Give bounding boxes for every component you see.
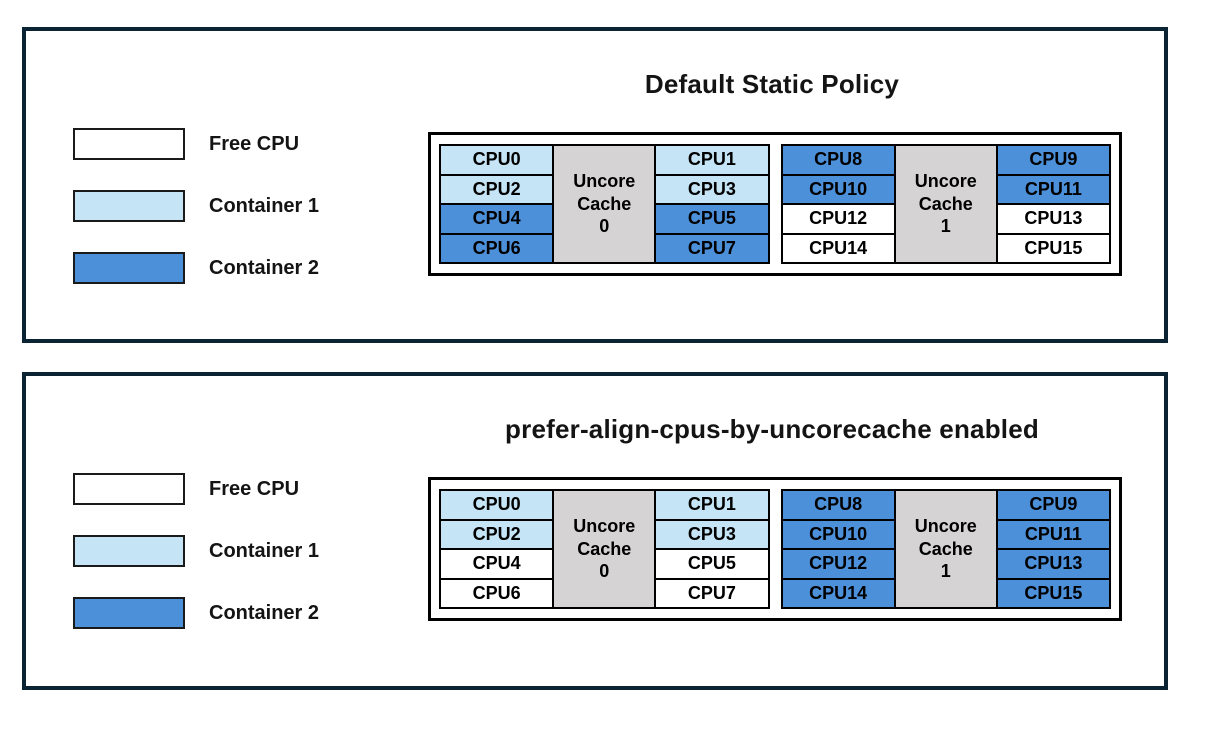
cpu14-cell: CPU14: [780, 577, 896, 609]
cpu9-cell: CPU9: [995, 144, 1111, 176]
legend-swatch-container-1: [73, 190, 185, 222]
legend-label-container-2: Container 2: [209, 256, 320, 279]
legend-label-free-cpu: Free CPU: [209, 132, 300, 155]
cpu15-cell: CPU15: [995, 577, 1111, 609]
cpu10-cell: CPU10: [780, 173, 896, 205]
panel-title: prefer-align-cpus-by-uncorecache enabled: [505, 414, 1039, 444]
legend-item-container-2: Container 2: [73, 597, 319, 629]
cpu-column-left: CPU0 CPU2 CPU4 CPU6: [439, 144, 555, 264]
uncore-cache-1-group: CPU8 CPU10 CPU12 CPU14 Uncore Cache 1 CP…: [780, 144, 1111, 264]
cpu9-cell: CPU9: [995, 489, 1111, 521]
uncore-cache-0-box: Uncore Cache 0: [552, 144, 657, 264]
panel-prefer-align-cpus-by-uncorecache: prefer-align-cpus-by-uncorecache enabled…: [22, 372, 1168, 690]
cache-line: Cache: [577, 193, 632, 214]
legend-swatch-container-2: [73, 597, 185, 629]
cache-line: Cache: [577, 538, 632, 559]
uncore-cache-0-box: Uncore Cache 0: [552, 489, 657, 609]
cpu2-cell: CPU2: [439, 173, 555, 205]
cpu11-cell: CPU11: [995, 518, 1111, 550]
cpu13-cell: CPU13: [995, 548, 1111, 580]
legend-item-container-1: Container 1: [73, 535, 319, 567]
cpu8-cell: CPU8: [780, 144, 896, 176]
cpu12-cell: CPU12: [780, 548, 896, 580]
cpu0-cell: CPU0: [439, 489, 555, 521]
cache-line: 1: [940, 216, 951, 237]
cpu-column-right: CPU9 CPU11 CPU13 CPU15: [995, 144, 1111, 264]
cpu4-cell: CPU4: [439, 548, 555, 580]
legend-item-free-cpu: Free CPU: [73, 473, 299, 505]
cpu-topology-diagram: CPU0 CPU2 CPU4 CPU6 Uncore Cache 0 CPU1 …: [428, 477, 1122, 621]
cpu-column-right: CPU1 CPU3 CPU5 CPU7: [654, 489, 770, 609]
cpu-column-left: CPU0 CPU2 CPU4 CPU6: [439, 489, 555, 609]
cpu6-cell: CPU6: [439, 577, 555, 609]
legend-swatch-free-cpu: [73, 473, 185, 505]
legend-swatch-container-1: [73, 535, 185, 567]
cpu4-cell: CPU4: [439, 203, 555, 235]
cpu5-cell: CPU5: [654, 548, 770, 580]
cpu15-cell: CPU15: [995, 232, 1111, 264]
legend-label-free-cpu: Free CPU: [209, 477, 300, 500]
uncore-cache-1-box: Uncore Cache 1: [893, 489, 998, 609]
cpu5-cell: CPU5: [654, 203, 770, 235]
legend-item-container-2: Container 2: [73, 252, 319, 284]
cache-line: Cache: [918, 193, 973, 214]
cpu-topology-diagram: CPU0 CPU2 CPU4 CPU6 Uncore Cache 0 CPU1 …: [428, 132, 1122, 276]
cpu0-cell: CPU0: [439, 144, 555, 176]
cpu-column-right: CPU1 CPU3 CPU5 CPU7: [654, 144, 770, 264]
cpu14-cell: CPU14: [780, 232, 896, 264]
cache-line: 0: [599, 216, 610, 237]
legend-label-container-1: Container 1: [209, 194, 320, 217]
uncore-cache-1-group: CPU8 CPU10 CPU12 CPU14 Uncore Cache 1 CP…: [780, 489, 1111, 609]
cpu13-cell: CPU13: [995, 203, 1111, 235]
cpu11-cell: CPU11: [995, 173, 1111, 205]
cpu2-cell: CPU2: [439, 518, 555, 550]
legend-item-container-1: Container 1: [73, 190, 319, 222]
cpu12-cell: CPU12: [780, 203, 896, 235]
uncore-cache-1-box: Uncore Cache 1: [893, 144, 998, 264]
legend-swatch-free-cpu: [73, 128, 185, 160]
cpu-column-right: CPU9 CPU11 CPU13 CPU15: [995, 489, 1111, 609]
cpu-column-left: CPU8 CPU10 CPU12 CPU14: [780, 489, 896, 609]
cache-line: Uncore: [573, 171, 636, 192]
cache-line: Cache: [918, 538, 973, 559]
cpu1-cell: CPU1: [654, 489, 770, 521]
legend-item-free-cpu: Free CPU: [73, 128, 299, 160]
panel-default-static-policy: Default Static Policy Free CPU Container…: [22, 27, 1168, 343]
legend-swatch-container-2: [73, 252, 185, 284]
cpu6-cell: CPU6: [439, 232, 555, 264]
cpu-column-left: CPU8 CPU10 CPU12 CPU14: [780, 144, 896, 264]
cpu7-cell: CPU7: [654, 232, 770, 264]
cache-line: Uncore: [573, 516, 636, 537]
cpu3-cell: CPU3: [654, 518, 770, 550]
panel-title: Default Static Policy: [644, 69, 900, 99]
cpu1-cell: CPU1: [654, 144, 770, 176]
cpu7-cell: CPU7: [654, 577, 770, 609]
cache-line: 0: [599, 561, 610, 582]
cpu10-cell: CPU10: [780, 518, 896, 550]
legend-label-container-1: Container 1: [209, 539, 320, 562]
cpu3-cell: CPU3: [654, 173, 770, 205]
cache-line: Uncore: [914, 171, 977, 192]
legend-label-container-2: Container 2: [209, 601, 320, 624]
cache-line: 1: [940, 561, 951, 582]
uncore-cache-0-group: CPU0 CPU2 CPU4 CPU6 Uncore Cache 0 CPU1 …: [439, 144, 770, 264]
cpu8-cell: CPU8: [780, 489, 896, 521]
uncore-cache-0-group: CPU0 CPU2 CPU4 CPU6 Uncore Cache 0 CPU1 …: [439, 489, 770, 609]
cache-line: Uncore: [914, 516, 977, 537]
